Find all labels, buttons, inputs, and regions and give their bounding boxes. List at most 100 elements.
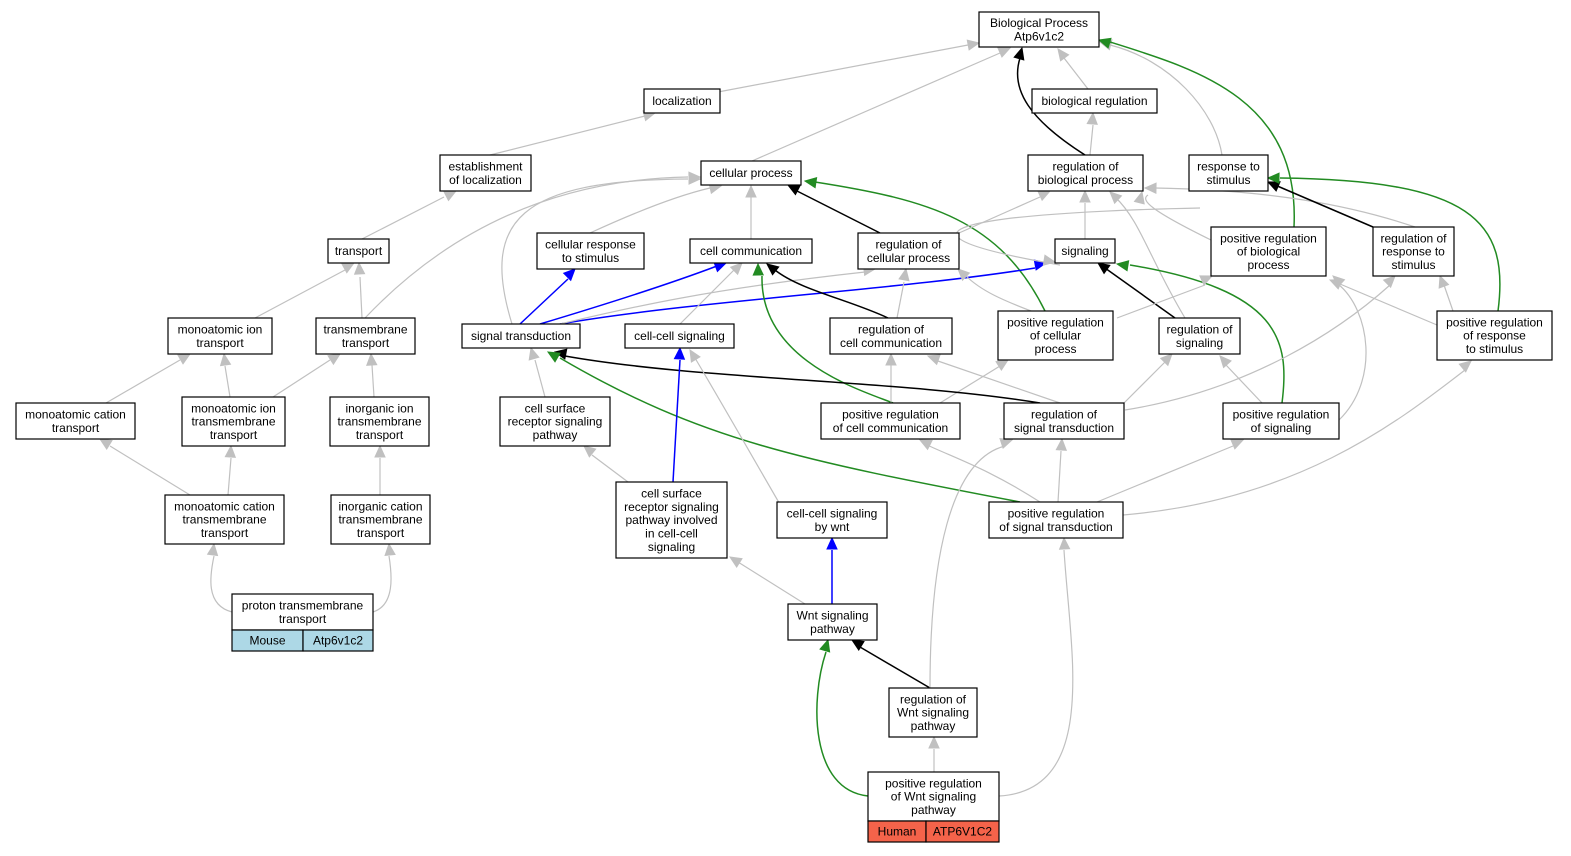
- edge-line: [1124, 284, 1391, 411]
- node-label: receptor signaling: [508, 415, 603, 429]
- edge-line: [717, 44, 969, 93]
- edge-is-a: [939, 359, 1010, 404]
- arrowhead: [384, 542, 396, 557]
- edge-positively-regulates: [546, 351, 1021, 503]
- arrowhead: [752, 262, 765, 276]
- edge-is-a: [926, 354, 1061, 404]
- go-term-node-signaling[interactable]: signaling: [1054, 238, 1116, 264]
- edge-is-a: [929, 438, 1014, 689]
- node-label: positive regulation: [842, 408, 939, 422]
- edge-is-a: [1057, 48, 1089, 90]
- node-label: of Wnt signaling: [891, 790, 976, 804]
- node-box: [536, 232, 645, 270]
- node-box: [439, 154, 532, 192]
- edge-regulates: [1097, 262, 1176, 319]
- go-term-node-ccsig[interactable]: cell-cell signaling: [624, 323, 735, 349]
- arrowhead: [728, 556, 743, 569]
- node-label: of response: [1463, 329, 1526, 343]
- edge-line: [105, 359, 181, 404]
- node-box: [1436, 310, 1553, 361]
- node-label: transmembrane: [337, 415, 421, 429]
- arrowhead: [786, 184, 801, 196]
- arrowhead: [766, 263, 780, 276]
- node-label: pathway: [911, 719, 956, 733]
- arrowhead: [1438, 274, 1450, 289]
- arrowhead: [850, 639, 865, 651]
- node-box: [1031, 88, 1158, 114]
- edge-line: [814, 181, 1046, 312]
- node-label: transport: [335, 244, 383, 258]
- edge-is-a: [254, 262, 356, 319]
- edge-line: [1129, 264, 1285, 404]
- go-term-node-sigtrans[interactable]: signal transduction: [461, 323, 581, 349]
- edge-line: [859, 646, 931, 689]
- go-term-node-localization[interactable]: localization: [643, 88, 721, 114]
- edge-line: [1096, 445, 1234, 503]
- edge-line: [694, 357, 786, 514]
- edge-line: [679, 268, 736, 325]
- node-label: cell surface: [525, 401, 586, 415]
- node-label: positive regulation: [1233, 408, 1330, 422]
- go-term-node-cellproc[interactable]: cellular process: [700, 160, 802, 186]
- edge-line: [774, 269, 889, 319]
- edge-is-a: [896, 267, 910, 319]
- go-term-node-cellcomm[interactable]: cell communication: [689, 238, 813, 264]
- edge-is-a: [885, 352, 897, 403]
- node-label: biological process: [1038, 173, 1133, 187]
- go-term-node-bioreg[interactable]: biological regulation: [1031, 88, 1158, 114]
- edge-is-a: [1122, 360, 1472, 516]
- node-label: positive regulation: [1008, 507, 1105, 521]
- edge-line: [1109, 41, 1295, 228]
- node-label: regulation of: [1380, 231, 1447, 245]
- edge-is-a: [679, 262, 743, 325]
- node-label: pathway: [810, 622, 855, 636]
- arrowhead: [177, 353, 192, 365]
- edge-is-a: [224, 444, 237, 496]
- node-box: [857, 232, 960, 270]
- arrowhead: [885, 352, 897, 366]
- edge-is-a: [958, 190, 1052, 234]
- go-term-node-transport[interactable]: transport: [327, 238, 390, 264]
- node-box: [787, 603, 878, 641]
- edge-line: [1339, 283, 1438, 326]
- gene-label: ATP6V1C2: [933, 825, 992, 839]
- arrowhead: [1382, 275, 1396, 289]
- edge-part-of: [672, 346, 686, 483]
- node-label: cell communication: [700, 244, 802, 258]
- node-label: regulation of: [1052, 160, 1119, 174]
- arrowhead: [1055, 437, 1068, 451]
- edge-is-a: [928, 735, 940, 772]
- arrowhead: [898, 267, 910, 282]
